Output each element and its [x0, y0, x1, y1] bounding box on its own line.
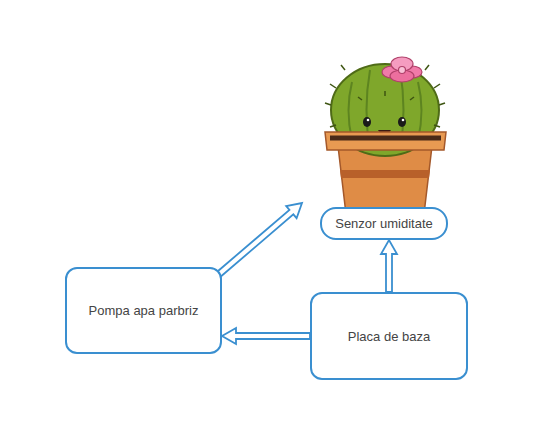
cactus-spines — [325, 65, 445, 127]
pot-rim — [325, 132, 446, 150]
box-label: Placa de baza — [348, 329, 430, 344]
cactus-eye — [398, 117, 406, 127]
pump-to-plant-arrow — [216, 203, 302, 277]
block-arrow — [222, 328, 310, 344]
block-arrow — [381, 240, 397, 292]
box-label: Senzor umiditate — [335, 216, 433, 231]
process-box: Pompa apa parbriz — [65, 267, 222, 354]
box-label: Pompa apa parbriz — [89, 303, 199, 318]
pot-band — [340, 170, 430, 178]
cactus-eye — [363, 117, 371, 127]
process-box: Senzor umiditate — [320, 207, 448, 240]
cactus-flower — [382, 57, 422, 82]
process-box: Placa de baza — [310, 292, 468, 380]
